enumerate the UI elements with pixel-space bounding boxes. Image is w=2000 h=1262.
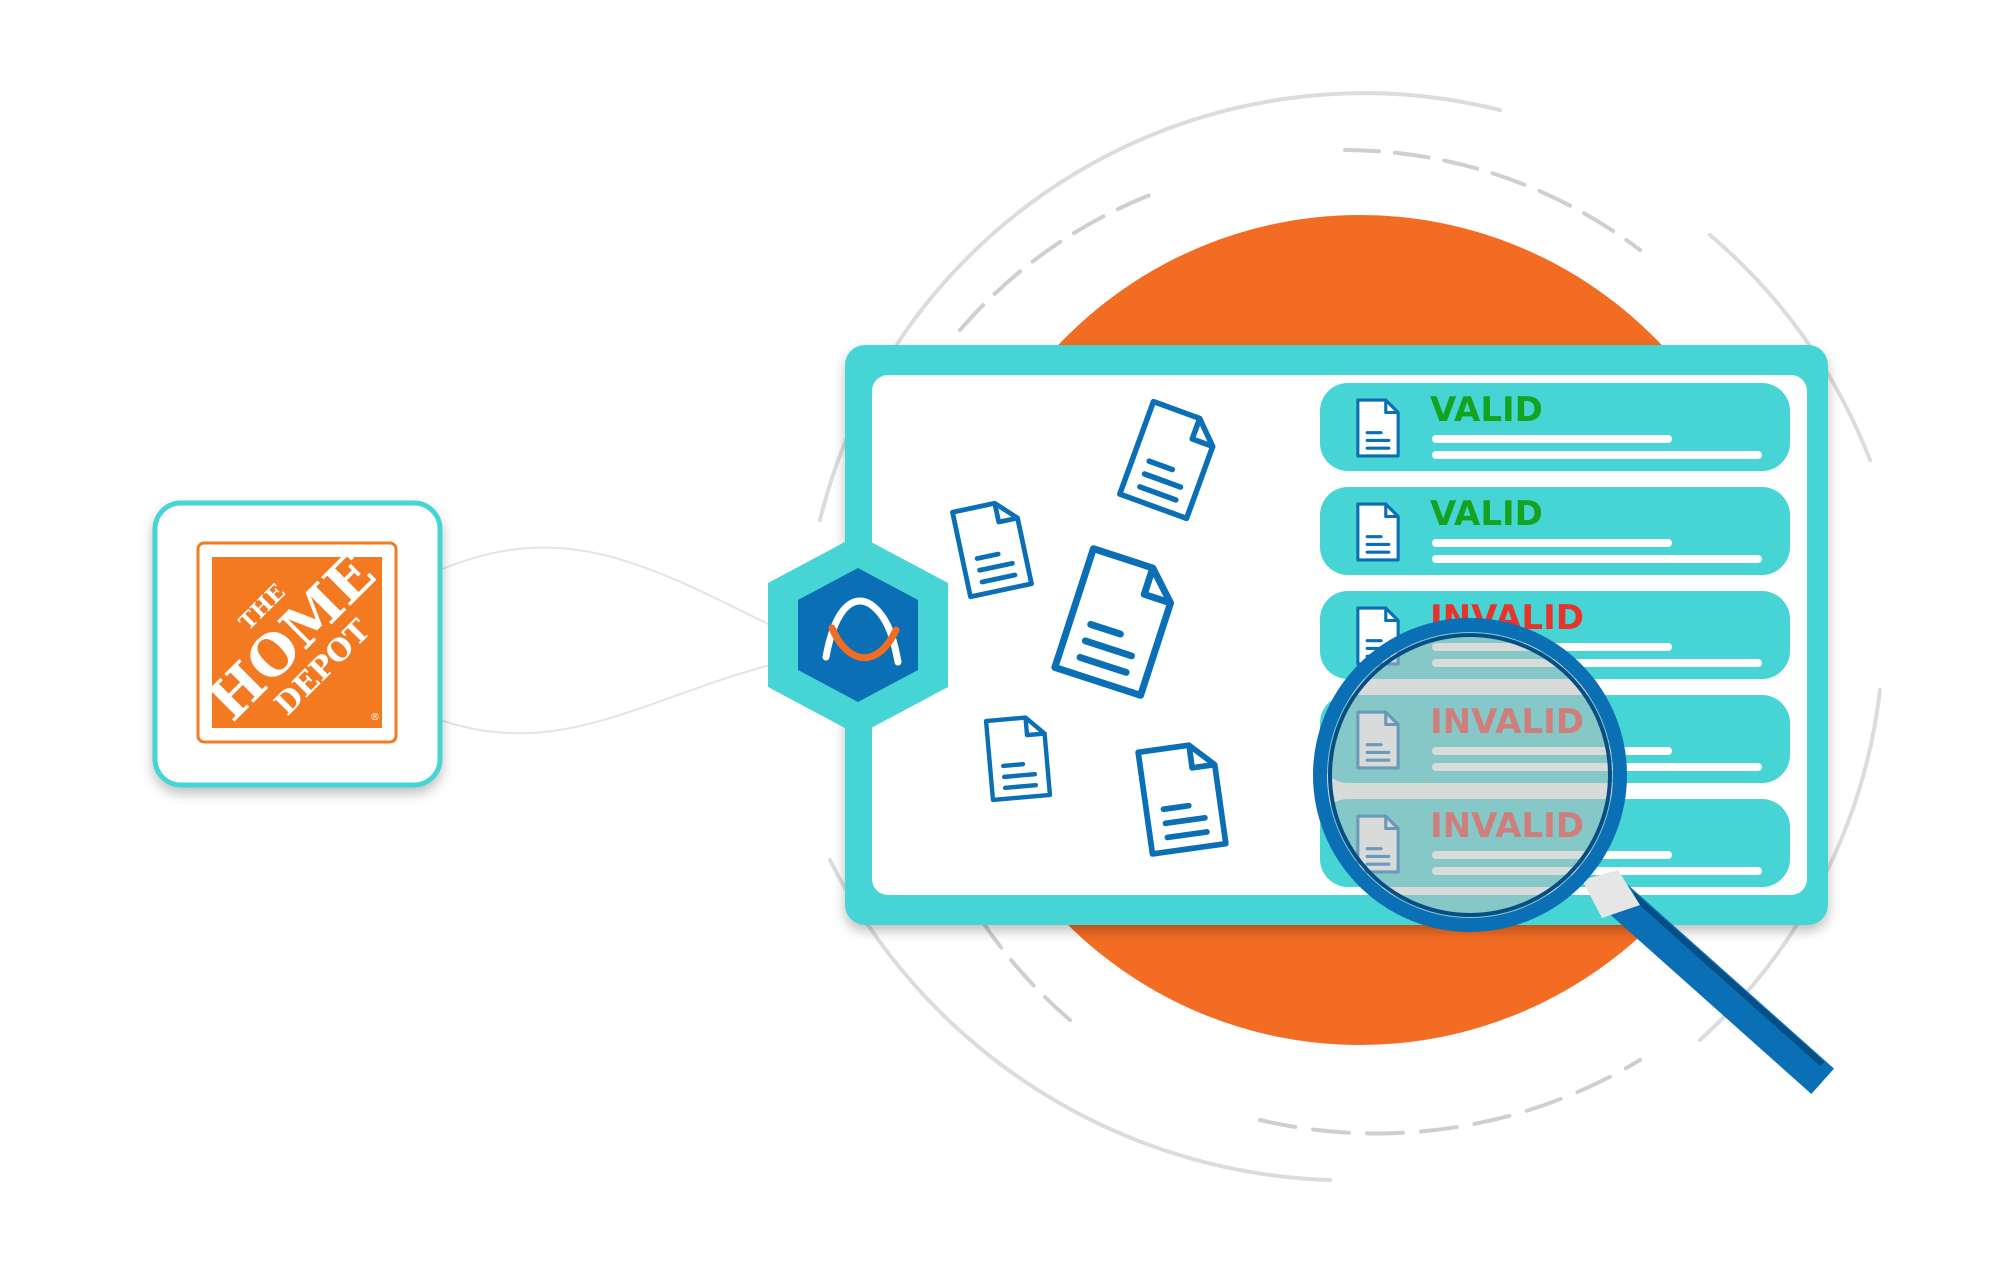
- document-icon: [986, 716, 1050, 800]
- text-placeholder-line: [1432, 435, 1672, 443]
- magnifying-glass-icon[interactable]: [1313, 618, 1835, 1095]
- result-row-background: [1320, 487, 1790, 575]
- status-label: VALID: [1430, 494, 1543, 534]
- registered-mark: ®: [370, 712, 380, 723]
- connection-lines: [439, 546, 771, 735]
- connector-hexagon[interactable]: [768, 535, 948, 735]
- home-depot-logo: [212, 557, 382, 728]
- text-placeholder-line: [1432, 539, 1672, 547]
- status-label: VALID: [1430, 390, 1543, 430]
- decorative-rings: [818, 91, 1882, 1182]
- document-icon: [1356, 398, 1400, 458]
- result-row-background: [1320, 383, 1790, 471]
- document-icon: [1356, 502, 1400, 562]
- result-row[interactable]: VALID: [1320, 487, 1790, 575]
- result-row[interactable]: VALID: [1320, 383, 1790, 471]
- text-placeholder-line: [1432, 451, 1762, 459]
- text-placeholder-line: [1432, 555, 1762, 563]
- brand-hexagon-icon: [822, 597, 902, 666]
- source-logo-tile[interactable]: THE HOME DEPOT ®: [152, 500, 443, 788]
